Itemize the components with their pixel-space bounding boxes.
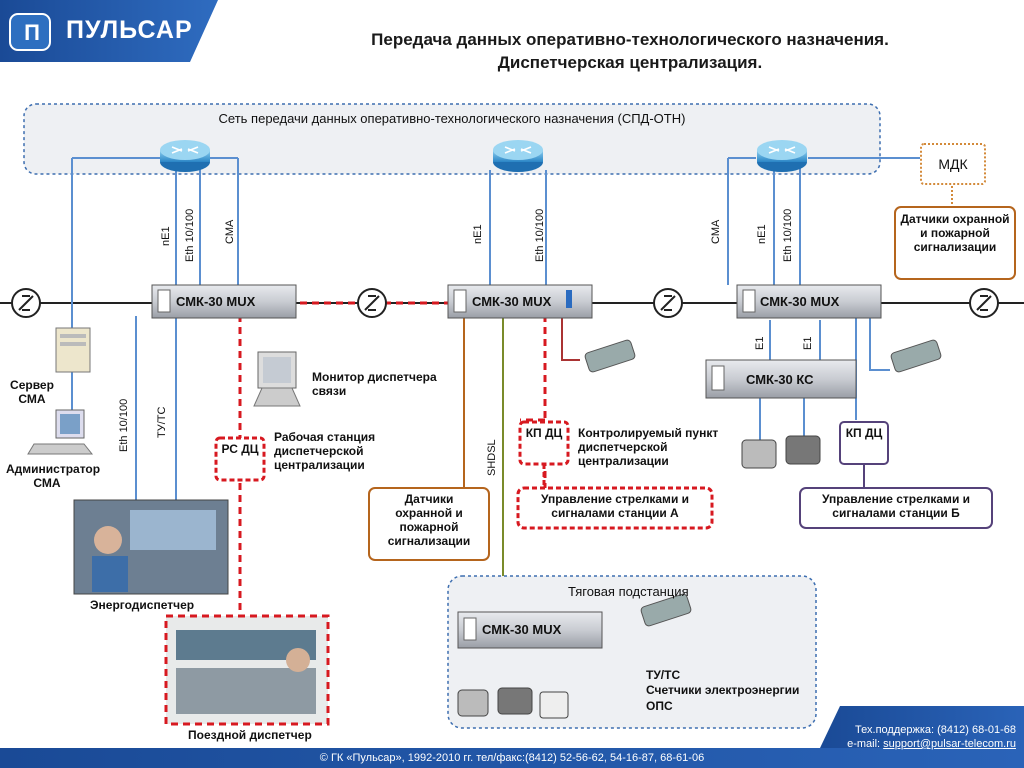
kp-dc-right-label: КП ДЦ <box>845 426 883 440</box>
energy-dispatcher-photo <box>73 499 229 595</box>
link-label-ne1-left: nE1 <box>160 226 172 246</box>
control-a-box <box>516 486 714 530</box>
control-a-label: Управление стрелками и сигналами станции… <box>540 492 690 520</box>
ks-unit <box>705 359 857 399</box>
monitor-label: Монитор диспетчера связи <box>312 370 437 398</box>
workstation-label: Рабочая станция диспетчерской централиза… <box>274 430 376 472</box>
substation-label: Тяговая подстанция <box>568 584 689 599</box>
network-cloud <box>23 103 881 175</box>
ks-label: СМК-30 КС <box>746 372 814 387</box>
admin-pc-icon <box>27 409 94 455</box>
link-label-eth-left: Eth 10/100 <box>184 208 196 262</box>
support-email-link[interactable]: support@pulsar-telecom.ru <box>883 738 1016 750</box>
support-phone: Тех.поддержка: (8412) 68-01-68 <box>855 724 1016 736</box>
support-email-prefix: e-mail: <box>847 738 884 750</box>
energy-dispatcher-label: Энергодиспетчер <box>90 598 195 612</box>
sensors-mid-label: Датчики охранной и пожарной сигнализации <box>387 492 471 548</box>
substation-out-meters: Счетчики электроэнергии <box>646 683 800 697</box>
router-left <box>160 140 210 172</box>
logo-letter: П <box>24 20 40 45</box>
mux-unit-right <box>736 284 882 319</box>
mdk-label: МДК <box>938 156 968 172</box>
logo-name: ПУЛЬСАР <box>66 16 193 44</box>
link-label-shdsl: SHDSL <box>486 439 498 476</box>
control-b-label: Управление стрелками и сигналами станции… <box>821 492 971 520</box>
link-label-eth-energy: Eth 10/100 <box>118 398 130 452</box>
control-b-box <box>799 487 993 529</box>
server-icon <box>55 327 91 373</box>
footer-band <box>0 748 1024 768</box>
admin-label: Администратор СМА <box>6 462 101 490</box>
monitor-icon <box>253 351 301 407</box>
substation-out-ops: ОПС <box>646 699 673 713</box>
sensors-mid-box <box>368 487 490 561</box>
mux-label-substation: СМК-30 MUX <box>482 622 562 637</box>
router-mid <box>493 140 543 172</box>
header-logo-band <box>0 0 218 62</box>
network-label: Сеть передачи данных оперативно-технолог… <box>218 111 686 126</box>
link-label-ne1-mid: nE1 <box>472 224 484 244</box>
support-band <box>820 706 1024 748</box>
mux-unit-mid <box>447 284 593 319</box>
router-right <box>757 140 807 172</box>
server-label: Сервер СМА <box>10 378 54 406</box>
mux-label-mid: СМК-30 MUX <box>472 294 552 309</box>
rail-switch-icon <box>11 288 999 318</box>
link-label-tuts: ТУ/ТС <box>156 406 168 438</box>
page-title-line2: Диспетчерская централизация. <box>497 53 763 72</box>
train-dispatcher-photo <box>164 614 330 726</box>
link-label-cma-right: СМА <box>710 219 722 244</box>
sensors-right-label: Датчики охранной и пожарной сигнализации <box>900 212 1010 254</box>
page-title-line1: Передача данных оперативно-технологическ… <box>371 30 889 49</box>
link-label-e1-b: E1 <box>802 336 814 350</box>
link-label-cma-left: СМА <box>224 219 236 244</box>
link-label-eth-mid: Eth 10/100 <box>534 208 546 262</box>
sensors-right-box <box>894 206 1016 280</box>
rs-dc-label: РС ДЦ <box>221 442 259 456</box>
mux-unit-left <box>151 284 297 319</box>
link-label-ne1-right: nE1 <box>756 224 768 244</box>
substation-out-tuts: ТУ/ТС <box>646 668 681 682</box>
kp-mid-description: Контролируемый пункт диспетчерской центр… <box>578 426 719 468</box>
kp-dc-mid-label: КП ДЦ <box>525 426 563 440</box>
network-links <box>71 157 920 719</box>
rs-dc-box <box>214 436 266 482</box>
support-email-line: e-mail: support@pulsar-telecom.ru <box>847 738 1016 750</box>
mux-label-right: СМК-30 MUX <box>760 294 840 309</box>
mux-label-left: СМК-30 MUX <box>176 294 256 309</box>
train-dispatcher-label: Поездной диспетчер <box>188 728 312 742</box>
link-label-eth-right: Eth 10/100 <box>782 208 794 262</box>
mdk-box <box>920 143 986 185</box>
footer-copyright: © ГК «Пульсар», 1992-2010 гг. тел/факс:(… <box>319 752 705 764</box>
link-label-e1-a: E1 <box>754 336 766 350</box>
